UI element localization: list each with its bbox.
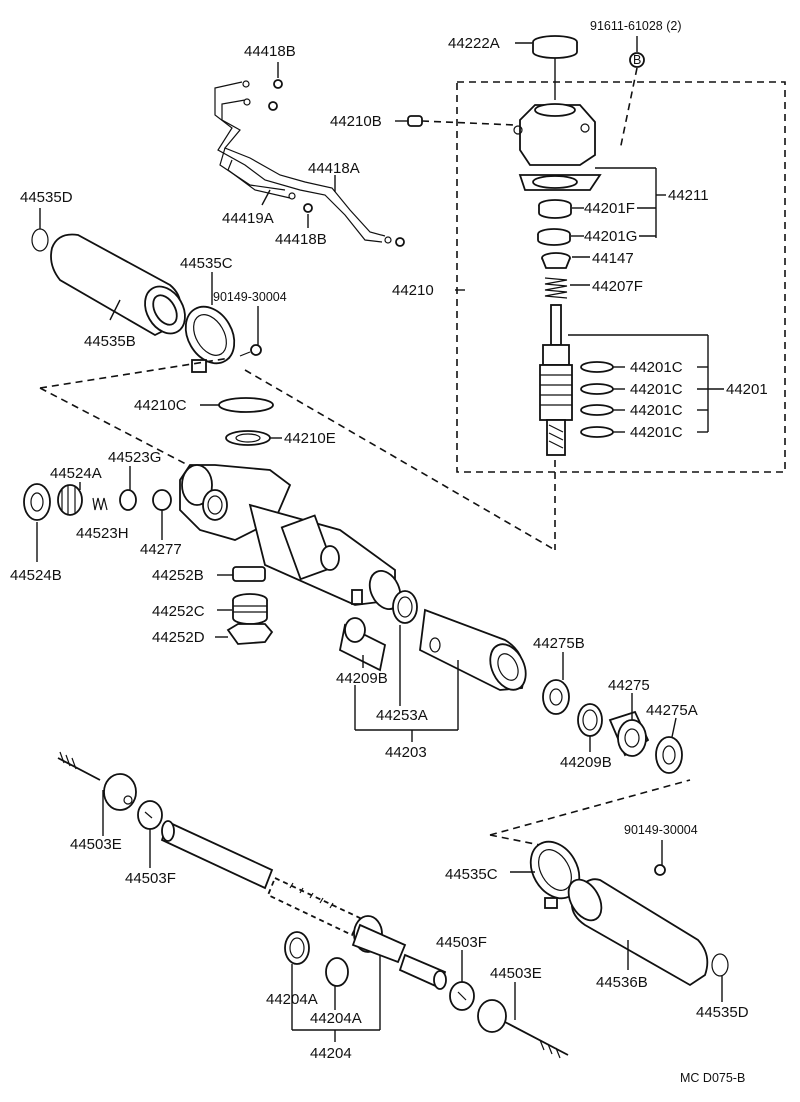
label-44419A: 44419A (222, 210, 274, 227)
label-44207F: 44207F (592, 278, 643, 295)
label-44201C-3: 44201C (630, 402, 683, 419)
part-44204A-washer (325, 957, 349, 987)
label-44524A: 44524A (50, 465, 102, 482)
label-44275B: 44275B (533, 635, 585, 652)
label-44147: 44147 (592, 250, 634, 267)
label-44503F-right: 44503F (436, 934, 487, 951)
label-44210E: 44210E (284, 430, 336, 447)
label-44210C: 44210C (134, 397, 187, 414)
label-44204A-2: 44204A (310, 1010, 362, 1027)
part-44418B-nuts (268, 79, 405, 247)
part-44524B-locknut (23, 483, 51, 521)
label-44209B-left: 44209B (336, 670, 388, 687)
label-44252C: 44252C (152, 603, 205, 620)
part-44275A-seal (655, 736, 683, 774)
label-44277: 44277 (140, 541, 182, 558)
part-44210C-oring (218, 397, 274, 413)
part-44275B-seal (542, 679, 570, 715)
valve-assembly-dashed-box (456, 81, 786, 473)
part-44503F-right-clamp (449, 981, 475, 1011)
label-44535C-bottom: 44535C (445, 866, 498, 883)
part-44204A-seal (284, 931, 310, 965)
part-44418A-pressure-tubes (214, 80, 392, 244)
label-44203: 44203 (385, 744, 427, 761)
label-44503E-left: 44503E (70, 836, 122, 853)
part-44209B-right-bushing (577, 703, 603, 737)
label-44201F: 44201F (584, 200, 635, 217)
label-44523G: 44523G (108, 449, 161, 466)
label-44211: 44211 (668, 187, 709, 204)
part-44535D-lower-clip (711, 953, 729, 977)
part-44536B-boot (567, 878, 709, 987)
label-44253A: 44253A (376, 707, 428, 724)
part-gear-housing (179, 464, 402, 610)
part-44209B-left-bushing (338, 617, 387, 672)
label-B: B (633, 53, 641, 67)
label-44418B-bottom: 44418B (275, 231, 327, 248)
part-44201G-seal (537, 228, 571, 246)
part-44201C-rings (580, 361, 614, 438)
label-44222A: 44222A (448, 35, 500, 52)
part-44535B-boot (50, 233, 186, 337)
part-valve-housing (513, 103, 602, 191)
part-44203-cylinder-tube (419, 608, 527, 691)
label-44535D-top: 44535D (20, 189, 73, 206)
label-44418B-top: 44418B (244, 43, 296, 60)
label-44209B-right: 44209B (560, 754, 612, 771)
diagram-code-label: MC D075-B (680, 1071, 745, 1085)
label-44201C-4: 44201C (630, 424, 683, 441)
part-44201-valve-shaft (539, 304, 573, 456)
part-44503E-right-tie-rod-end (477, 999, 569, 1059)
label-44503F-left: 44503F (125, 870, 176, 887)
label-91611-61028: 91611-61028 (2) (590, 19, 682, 33)
label-44503E-right: 44503E (490, 965, 542, 982)
label-44418A: 44418A (308, 160, 360, 177)
label-90149-30004-top: 90149-30004 (213, 290, 287, 304)
part-44204-rack-bar (160, 820, 447, 990)
label-44252D: 44252D (152, 629, 205, 646)
part-44523G-guide (119, 489, 137, 511)
part-44253A-ring (392, 590, 418, 624)
part-44252B-bushing (232, 566, 266, 582)
part-44275-end-housing (608, 710, 650, 757)
part-44252C-nut (232, 593, 268, 625)
label-44535C-top: 44535C (180, 255, 233, 272)
label-44201G: 44201G (584, 228, 637, 245)
bolt-B-icon (629, 52, 645, 68)
label-44201C-2: 44201C (630, 381, 683, 398)
label-44275: 44275 (608, 677, 650, 694)
part-44535D-clip (31, 228, 49, 252)
label-44204: 44204 (310, 1045, 352, 1062)
part-44523H-spring (92, 497, 108, 511)
label-44535D-bottom: 44535D (696, 1004, 749, 1021)
label-44275A: 44275A (646, 702, 698, 719)
part-44210B-fitting (407, 115, 516, 127)
label-44536B: 44536B (596, 974, 648, 991)
part-44201F-seal (538, 199, 572, 219)
label-44210: 44210 (392, 282, 434, 299)
label-44523H: 44523H (76, 525, 129, 542)
label-44252B: 44252B (152, 567, 204, 584)
label-44204A-1: 44204A (266, 991, 318, 1008)
part-44147-bearing (541, 252, 571, 269)
part-44277-rack-guide (152, 489, 172, 511)
part-44207F-spring (544, 277, 568, 299)
part-44210E-seal (225, 430, 271, 446)
label-44210B: 44210B (330, 113, 382, 130)
part-44252D-locknut (226, 623, 274, 645)
label-44201: 44201 (726, 381, 768, 398)
label-44535B: 44535B (84, 333, 136, 350)
part-44524A-plug (57, 484, 83, 516)
part-90149-screw-top (239, 344, 262, 357)
label-90149-30004-bottom: 90149-30004 (624, 823, 698, 837)
part-44503F-left-clamp (137, 800, 163, 830)
part-44222A-cap (532, 35, 578, 59)
part-44503E-left-tie-rod-end (57, 751, 137, 811)
label-44201C-1: 44201C (630, 359, 683, 376)
part-90149-screw-bottom (654, 864, 666, 876)
label-44524B: 44524B (10, 567, 62, 584)
